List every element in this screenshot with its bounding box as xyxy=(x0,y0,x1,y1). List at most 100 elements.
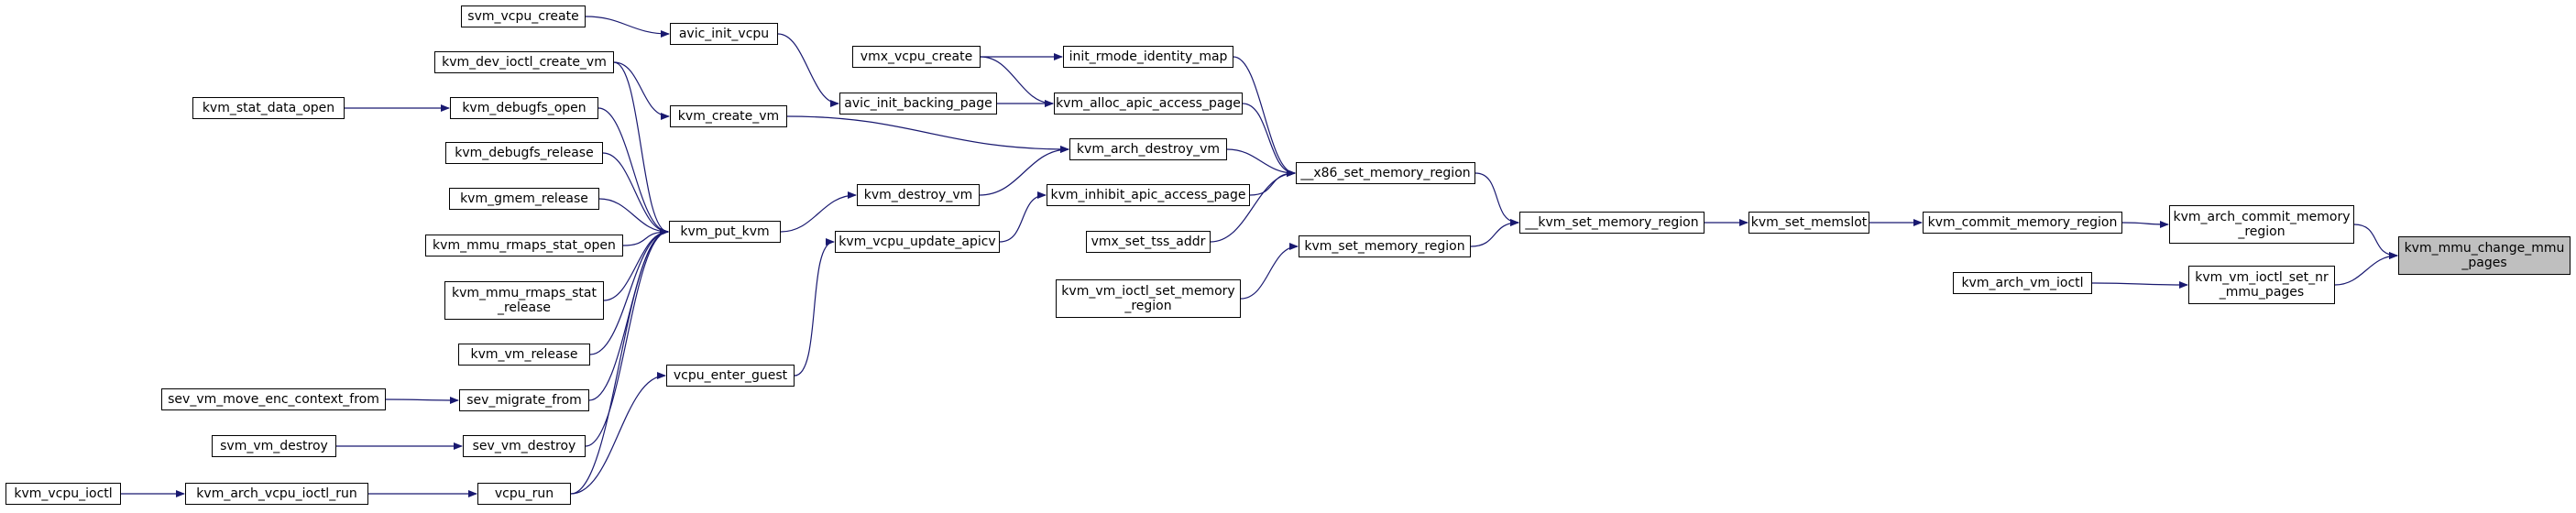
node-kvm-mmu-rmaps-stat-open[interactable]: kvm_mmu_rmaps_stat_open xyxy=(425,235,623,256)
node-kvm-create-vm[interactable]: kvm_create_vm xyxy=(670,105,787,127)
node-label: init_rmode_identity_map xyxy=(1069,49,1228,64)
node-label: svm_vm_destroy xyxy=(220,439,328,453)
node-x86-set-memory-region[interactable]: __x86_set_memory_region xyxy=(1296,162,1475,184)
node-kvm-dev-ioctl-create-vm[interactable]: kvm_dev_ioctl_create_vm xyxy=(434,51,614,73)
edge-init_rmode_identity_map-to-x86_set_memory_region xyxy=(1233,56,1296,177)
node-kvm-set-memslot[interactable]: kvm_set_memslot xyxy=(1748,212,1869,234)
node-kvm-destroy-vm[interactable]: kvm_destroy_vm xyxy=(857,184,980,206)
node-label: kvm_set_memory_region xyxy=(1304,239,1465,254)
node-kvm-vm-ioctl-set-memory-region[interactable]: kvm_vm_ioctl_set_memory _region xyxy=(1056,279,1241,318)
node-label: kvm_dev_ioctl_create_vm xyxy=(442,55,607,70)
node-label: vmx_vcpu_create xyxy=(860,49,973,64)
node-label: kvm_arch_commit_memory _region xyxy=(2173,210,2351,239)
edge-vcpu_run-to-kvm_put_kvm xyxy=(570,228,669,495)
node-label: __x86_set_memory_region xyxy=(1300,166,1471,180)
edge-vmx_vcpu_create-to-kvm_alloc_apic_access_page xyxy=(980,56,1054,107)
edge-x86_set_memory_region-to-kvm_set_memory_region_internal xyxy=(1474,172,1519,226)
edge-kvm_vm_ioctl_set_memory_region-to-kvm_set_memory_region xyxy=(1240,243,1299,300)
node-kvm-set-memory-region[interactable]: kvm_set_memory_region xyxy=(1299,235,1471,257)
node-label: kvm_destroy_vm xyxy=(863,188,973,202)
node-kvm-debugfs-open[interactable]: kvm_debugfs_open xyxy=(450,97,598,119)
node-vmx-vcpu-create[interactable]: vmx_vcpu_create xyxy=(852,46,981,68)
node-label: kvm_commit_memory_region xyxy=(1927,215,2118,230)
edge-vcpu_run-to-vcpu_enter_guest xyxy=(570,372,666,495)
node-label: kvm_set_memslot xyxy=(1750,215,1868,230)
node-label: kvm_vm_ioctl_set_memory _region xyxy=(1061,284,1235,313)
edge-kvm_dev_ioctl_create_vm-to-kvm_put_kvm xyxy=(613,61,669,235)
node-kvm-mmu-rmaps-stat-release[interactable]: kvm_mmu_rmaps_stat _release xyxy=(444,281,604,320)
node-label: kvm_mmu_rmaps_stat_open xyxy=(433,238,616,253)
edge-kvm_debugfs_open-to-kvm_put_kvm xyxy=(597,107,669,235)
node-label: vcpu_run xyxy=(494,486,554,501)
node-label: vcpu_enter_guest xyxy=(673,368,788,383)
node-label: sev_vm_move_enc_context_from xyxy=(168,392,379,407)
node-label: kvm_vcpu_ioctl xyxy=(14,486,113,501)
edge-vmx_set_tss_addr-to-x86_set_memory_region xyxy=(1210,169,1296,243)
node-label: svm_vcpu_create xyxy=(467,9,579,24)
node-svm-vm-destroy[interactable]: svm_vm_destroy xyxy=(212,435,336,457)
node-kvm-put-kvm[interactable]: kvm_put_kvm xyxy=(669,221,781,243)
edge-kvm_alloc_apic_access_page-to-x86_set_memory_region xyxy=(1242,103,1296,177)
edge-kvm_gmem_release-to-kvm_put_kvm xyxy=(598,198,669,235)
edge-kvm_debugfs_release-to-kvm_put_kvm xyxy=(602,152,669,235)
node-label: kvm_create_vm xyxy=(677,109,780,124)
node-kvm-stat-data-open[interactable]: kvm_stat_data_open xyxy=(192,97,345,119)
node-sev-vm-move-enc-context-from[interactable]: sev_vm_move_enc_context_from xyxy=(161,388,386,410)
node-kvm-arch-destroy-vm[interactable]: kvm_arch_destroy_vm xyxy=(1069,138,1227,160)
node-kvm-set-memory-region-internal[interactable]: __kvm_set_memory_region xyxy=(1519,212,1705,234)
edge-kvm_create_vm-to-kvm_arch_destroy_vm xyxy=(786,115,1069,153)
node-avic-init-backing-page[interactable]: avic_init_backing_page xyxy=(839,93,997,115)
node-label: avic_init_backing_page xyxy=(844,96,992,111)
node-kvm-vcpu-update-apicv[interactable]: kvm_vcpu_update_apicv xyxy=(835,231,1000,253)
edge-kvm_set_memory_region-to-kvm_set_memory_region_internal xyxy=(1470,219,1519,247)
edge-kvm_arch_vm_ioctl-to-kvm_vm_ioctl_set_nr_mmu_pages xyxy=(2091,280,2188,289)
edge-sev_vm_move_enc_context_from-to-sev_migrate_from xyxy=(385,396,459,404)
node-sev-migrate-from[interactable]: sev_migrate_from xyxy=(459,389,589,411)
node-label: kvm_inhibit_apic_access_page xyxy=(1050,188,1246,202)
node-label: kvm_mmu_rmaps_stat _release xyxy=(452,286,597,315)
edge-svm_vcpu_create-to-avic_init_vcpu xyxy=(585,16,670,38)
node-kvm-vm-release[interactable]: kvm_vm_release xyxy=(458,344,590,366)
node-label: kvm_vcpu_update_apicv xyxy=(839,235,996,249)
node-svm-vcpu-create[interactable]: svm_vcpu_create xyxy=(461,5,586,27)
node-kvm-arch-vcpu-ioctl-run[interactable]: kvm_arch_vcpu_ioctl_run xyxy=(185,483,368,505)
node-kvm-vcpu-ioctl[interactable]: kvm_vcpu_ioctl xyxy=(5,483,121,505)
node-kvm-debugfs-release[interactable]: kvm_debugfs_release xyxy=(445,142,603,164)
edge-kvm_arch_commit_memory_region-to-kvm_mmu_change_mmu_pages xyxy=(2353,224,2398,259)
node-vmx-set-tss-addr[interactable]: vmx_set_tss_addr xyxy=(1086,231,1211,253)
node-label: kvm_alloc_apic_access_page xyxy=(1056,96,1241,111)
node-kvm-alloc-apic-access-page[interactable]: kvm_alloc_apic_access_page xyxy=(1054,93,1243,115)
node-kvm-vm-ioctl-set-nr-mmu-pages[interactable]: kvm_vm_ioctl_set_nr _mmu_pages xyxy=(2188,266,2335,304)
edge-kvm_vm_release-to-kvm_put_kvm xyxy=(589,228,669,355)
node-kvm-gmem-release[interactable]: kvm_gmem_release xyxy=(449,188,599,210)
node-label: kvm_arch_vm_ioctl xyxy=(1961,276,2084,290)
node-sev-vm-destroy[interactable]: sev_vm_destroy xyxy=(463,435,586,457)
node-vcpu-enter-guest[interactable]: vcpu_enter_guest xyxy=(666,365,795,387)
edge-avic_init_vcpu-to-avic_init_backing_page xyxy=(777,33,839,107)
edge-kvm_vcpu_update_apicv-to-kvm_inhibit_apic_access_page xyxy=(999,191,1047,243)
node-label: sev_migrate_from xyxy=(466,393,582,408)
edge-sev_vm_destroy-to-kvm_put_kvm xyxy=(585,228,669,447)
edge-kvm_put_kvm-to-kvm_destroy_vm xyxy=(780,191,857,233)
node-kvm-commit-memory-region[interactable]: kvm_commit_memory_region xyxy=(1923,212,2122,234)
node-kvm-arch-vm-ioctl[interactable]: kvm_arch_vm_ioctl xyxy=(1953,272,2092,294)
node-label: kvm_arch_destroy_vm xyxy=(1076,142,1221,157)
node-avic-init-vcpu[interactable]: avic_init_vcpu xyxy=(670,23,778,45)
node-label: avic_init_vcpu xyxy=(678,27,770,41)
node-label: __kvm_set_memory_region xyxy=(1525,215,1699,230)
edge-vcpu_enter_guest-to-kvm_vcpu_update_apicv xyxy=(794,238,835,377)
edge-kvm_dev_ioctl_create_vm-to-kvm_create_vm xyxy=(613,61,670,120)
node-label: kvm_vm_release xyxy=(470,347,578,362)
node-vcpu-run[interactable]: vcpu_run xyxy=(477,483,571,505)
node-kvm-inhibit-apic-access-page[interactable]: kvm_inhibit_apic_access_page xyxy=(1047,184,1250,206)
edge-kvm_inhibit_apic_access_page-to-x86_set_memory_region xyxy=(1249,169,1296,196)
node-kvm-arch-commit-memory-region[interactable]: kvm_arch_commit_memory _region xyxy=(2169,205,2354,244)
node-label: kvm_mmu_change_mmu _pages xyxy=(2404,241,2565,270)
node-label: kvm_stat_data_open xyxy=(202,101,335,115)
node-label: sev_vm_destroy xyxy=(472,439,576,453)
node-kvm-mmu-change-mmu-pages[interactable]: kvm_mmu_change_mmu _pages xyxy=(2398,236,2571,275)
node-label: kvm_put_kvm xyxy=(680,224,770,239)
node-init-rmode-identity-map[interactable]: init_rmode_identity_map xyxy=(1063,46,1233,68)
edge-kvm_vm_ioctl_set_nr_mmu_pages-to-kvm_mmu_change_mmu_pages xyxy=(2334,252,2398,286)
